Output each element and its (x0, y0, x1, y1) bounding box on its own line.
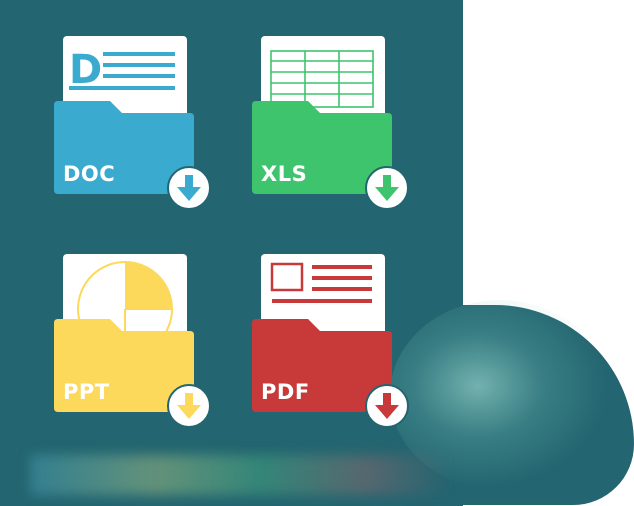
doc-folder-icon: D (54, 36, 194, 194)
pdf-label: PDF (261, 380, 310, 404)
pdf-folder-icon (252, 254, 392, 412)
ppt-file[interactable]: PPT (54, 251, 212, 431)
doc-file[interactable]: D DOC (54, 33, 212, 213)
background-glow (390, 300, 610, 490)
download-icon[interactable] (364, 165, 410, 211)
download-icon[interactable] (166, 165, 212, 211)
xls-file[interactable]: XLS (252, 33, 410, 213)
pdf-layout-icon (270, 262, 372, 303)
download-icon[interactable] (166, 383, 212, 429)
download-icon[interactable] (364, 383, 410, 429)
ppt-folder-icon (54, 254, 194, 412)
ppt-label: PPT (63, 380, 110, 404)
pdf-file[interactable]: PDF (252, 251, 410, 431)
doc-label: DOC (63, 162, 116, 186)
xls-label: XLS (261, 162, 308, 186)
doc-thumb-letter: D (69, 47, 102, 93)
spreadsheet-icon (270, 50, 374, 108)
reflection-strip (30, 455, 450, 495)
document-icon: D (69, 47, 175, 93)
xls-folder-icon (252, 36, 392, 194)
